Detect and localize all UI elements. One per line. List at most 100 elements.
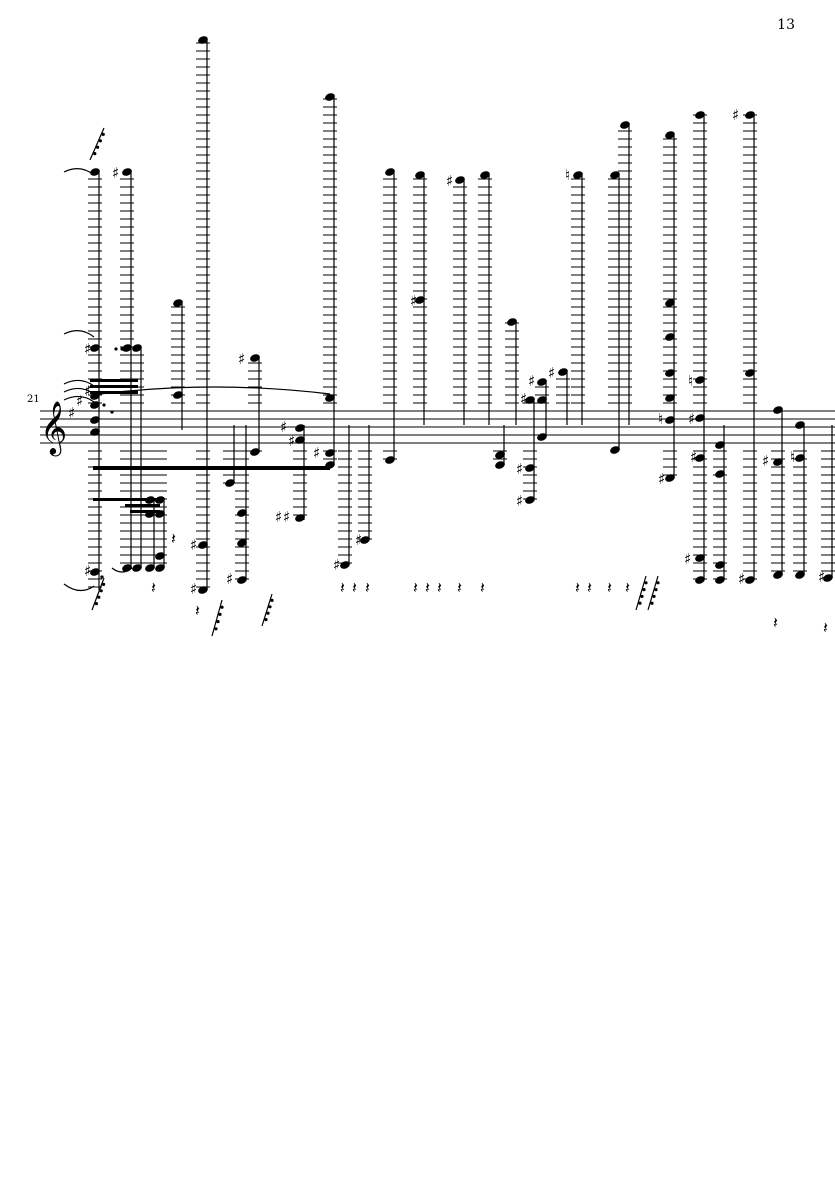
- note-head: [145, 496, 155, 504]
- note-head: [773, 571, 783, 579]
- note-head: [715, 441, 725, 449]
- note-head: [795, 454, 805, 462]
- grace-dot: [102, 582, 106, 587]
- note-head: [325, 394, 335, 402]
- note-head: [495, 461, 505, 469]
- note-head: [237, 576, 247, 584]
- quarter-rest-icon: 𝄽: [607, 578, 612, 597]
- augmentation-dot: [100, 575, 104, 579]
- tremolo-mark: [647, 575, 659, 611]
- grace-dot: [220, 605, 224, 609]
- note-head: [537, 396, 547, 404]
- note-head: [155, 496, 165, 504]
- natural-icon: ♮: [790, 448, 795, 466]
- sharp-icon: ♯: [516, 492, 523, 510]
- grace-dot: [218, 612, 222, 617]
- note-head: [198, 586, 208, 594]
- note-head: [295, 514, 305, 522]
- note-head: [325, 449, 335, 457]
- note-head: [695, 414, 705, 422]
- quarter-rest-icon: 𝄽: [425, 578, 430, 597]
- grace-dot: [101, 132, 105, 136]
- quarter-rest-icon: 𝄽: [365, 578, 370, 597]
- sharp-icon: ♯: [288, 432, 295, 450]
- note-head: [610, 446, 620, 454]
- accidentals: ♯♯♯♯♯♯♯♯♯♯♯♯♯♯♯♯♯♯♯♯♯♯♯♯♯♯♯♯♯♮♮♮♮: [84, 106, 825, 598]
- note-head: [695, 376, 705, 384]
- quarter-rest-icon: 𝄽: [480, 578, 485, 597]
- natural-icon: ♮: [565, 166, 570, 184]
- grace-dot: [214, 627, 218, 631]
- note-head: [155, 552, 165, 560]
- note-head: [295, 436, 305, 444]
- grace-dot: [270, 598, 274, 603]
- note-head: [620, 121, 630, 129]
- page-number: 13: [777, 17, 795, 33]
- note-head: [90, 401, 100, 409]
- beam: [93, 466, 330, 470]
- grace-dot: [216, 620, 220, 624]
- slur: [63, 379, 95, 387]
- note-head: [295, 424, 305, 432]
- treble-clef-icon: 𝄞: [40, 400, 67, 456]
- sharp-icon: ♯: [732, 106, 739, 124]
- tremolo-mark: [91, 577, 105, 611]
- note-head: [525, 396, 535, 404]
- note-head: [415, 171, 425, 179]
- staff-lines: [40, 410, 835, 444]
- note-head: [715, 470, 725, 478]
- note-head: [665, 369, 675, 377]
- sharp-icon: ♯: [275, 508, 282, 526]
- note-head: [132, 564, 142, 572]
- sharp-icon: ♯: [313, 444, 320, 462]
- sharp-icon: ♯: [688, 410, 695, 428]
- natural-icon: ♮: [688, 372, 693, 390]
- grace-dot: [94, 602, 98, 606]
- note-head: [665, 131, 675, 139]
- note-head: [155, 510, 165, 518]
- note-stems: [98, 40, 833, 590]
- note-head: [122, 344, 132, 352]
- note-head: [773, 406, 783, 414]
- grace-dot: [98, 139, 102, 143]
- note-head: [155, 564, 165, 572]
- quarter-rest-icon: 𝄽: [773, 613, 778, 632]
- sharp-icon: ♯: [684, 550, 691, 568]
- note-head: [360, 536, 370, 544]
- quarter-rest-icon: 𝄽: [457, 578, 462, 597]
- note-head: [537, 378, 547, 386]
- quarter-rest-icon: 𝄽: [625, 578, 630, 597]
- ties-and-slurs: [63, 168, 331, 592]
- note-head: [715, 576, 725, 584]
- note-head: [173, 299, 183, 307]
- sharp-icon: ♯: [446, 172, 453, 190]
- slur: [63, 387, 95, 395]
- sharp-icon: ♯: [190, 580, 197, 598]
- note-head: [90, 568, 100, 576]
- grace-dot: [656, 581, 660, 585]
- sharp-icon: ♯: [738, 570, 745, 588]
- tremolo-mark: [261, 593, 273, 627]
- quarter-rest-icon: 𝄽: [823, 618, 828, 637]
- quarter-rest-icon: 𝄽: [437, 578, 442, 597]
- note-heads: [90, 36, 833, 594]
- tremolo-marks: [89, 127, 660, 637]
- beam: [90, 379, 138, 382]
- note-head: [695, 454, 705, 462]
- note-head: [665, 299, 675, 307]
- note-head: [415, 296, 425, 304]
- note-head: [385, 168, 395, 176]
- sharp-icon: ♯: [355, 531, 362, 549]
- tremolo-mark: [211, 599, 223, 637]
- note-head: [225, 479, 235, 487]
- grace-dot: [652, 594, 656, 599]
- note-head: [122, 168, 132, 176]
- note-head: [340, 561, 350, 569]
- augmentation-dot: [114, 347, 118, 351]
- grace-dot: [97, 595, 101, 599]
- grace-dot: [93, 152, 97, 156]
- sharp-icon: ♯: [280, 418, 287, 436]
- note-head: [665, 333, 675, 341]
